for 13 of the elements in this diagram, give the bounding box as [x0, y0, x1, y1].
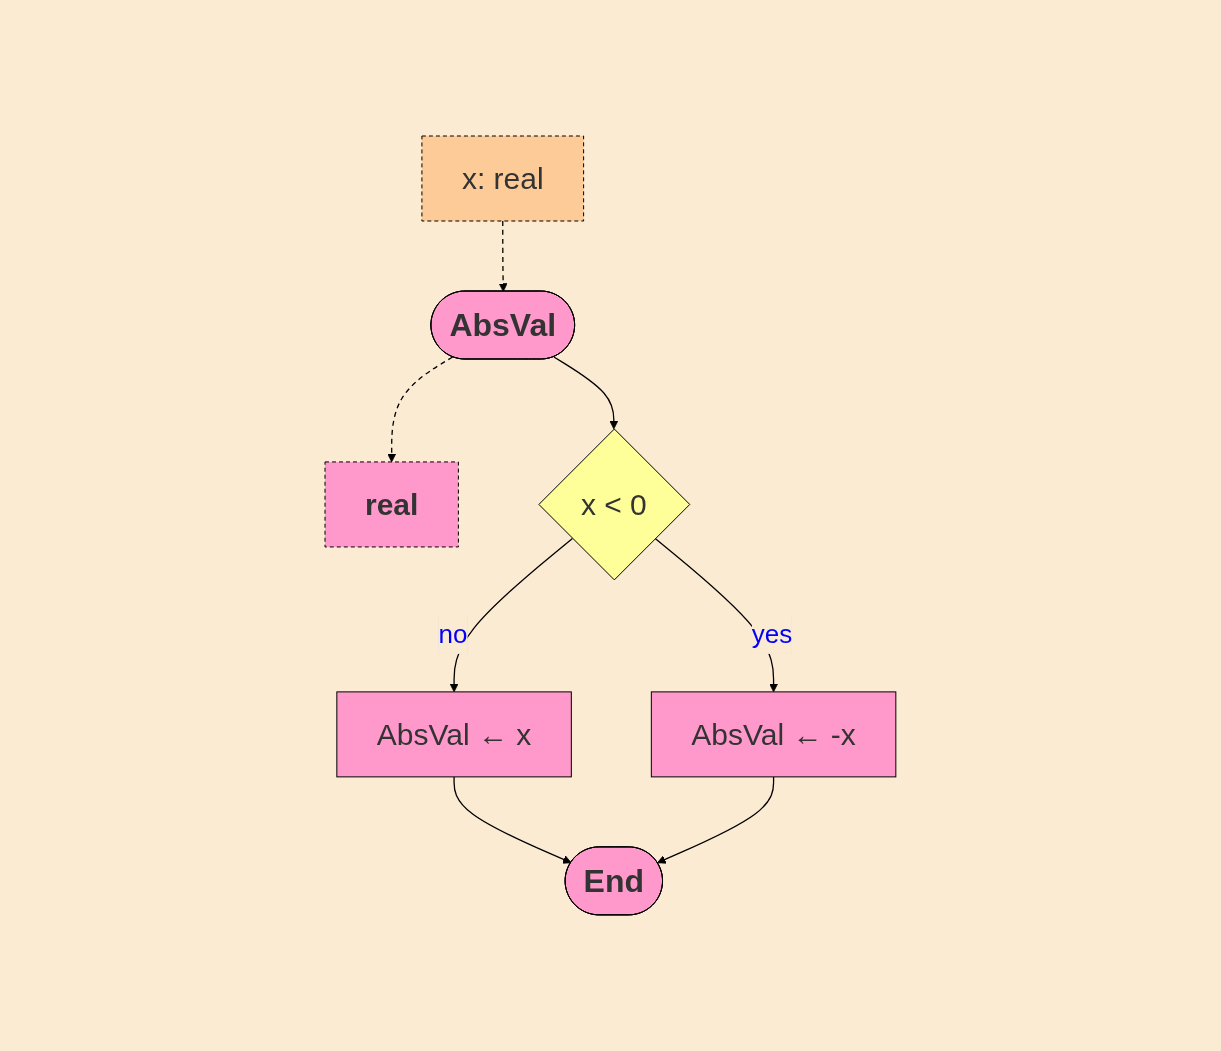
node-diamond: x < 0 [538, 428, 691, 581]
node-box: AbsVal ← -x [650, 691, 897, 778]
edge-label: yes [751, 618, 793, 649]
arrow [553, 356, 619, 430]
edge-label: no [438, 618, 468, 649]
arrow [453, 776, 572, 864]
arrow [498, 220, 508, 292]
node-box: AbsVal ← x [336, 691, 572, 778]
arrow [387, 356, 454, 463]
node-box: real [324, 461, 459, 548]
arrow [449, 537, 574, 693]
arrow [657, 776, 775, 864]
node-box: x: real [421, 135, 585, 222]
